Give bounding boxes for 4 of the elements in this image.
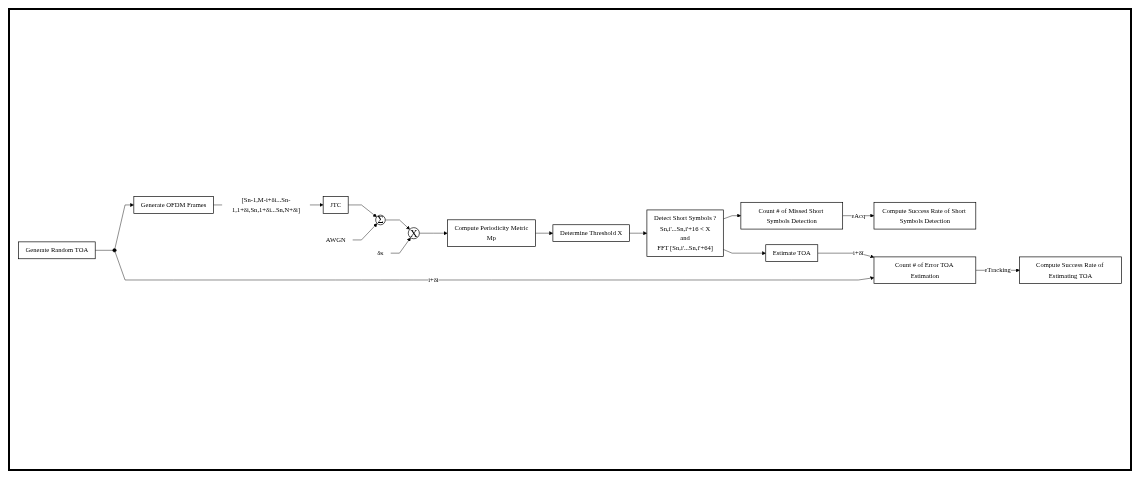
node-circle: Σ (375, 214, 386, 225)
node-circle (112, 247, 117, 252)
connector (95, 249, 113, 251)
node-circle: X (407, 226, 420, 239)
